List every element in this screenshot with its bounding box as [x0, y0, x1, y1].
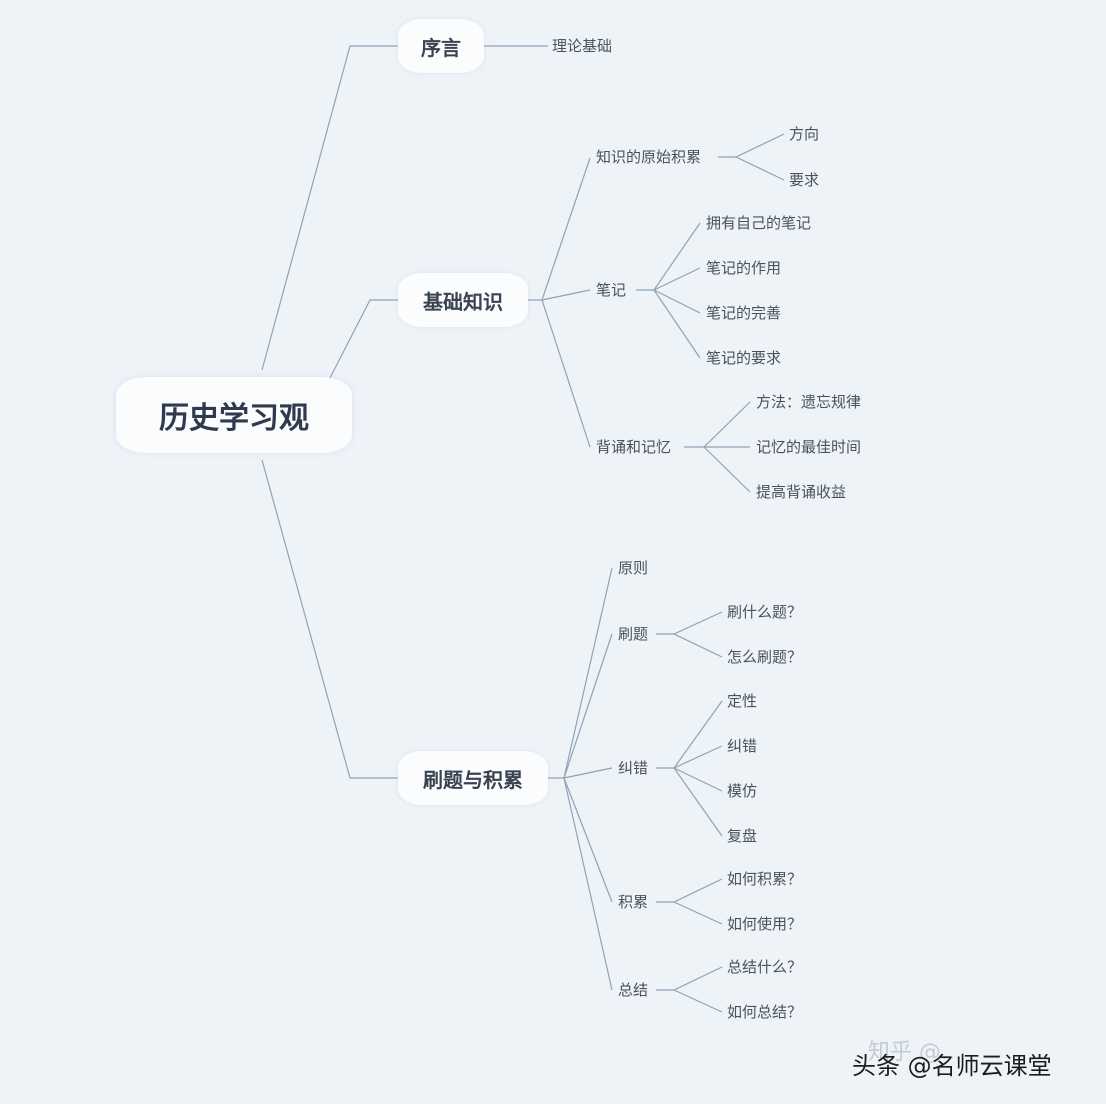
topic-accumulation[interactable]: 积累 [618, 893, 649, 911]
topic-theory-basis[interactable]: 理论基础 [552, 37, 613, 55]
leaf-best-time[interactable]: 记忆的最佳时间 [756, 438, 862, 456]
branch-preface[interactable]: 序言 [398, 19, 484, 73]
branch-label: 基础知识 [423, 289, 503, 314]
topic-summary[interactable]: 总结 [618, 981, 649, 999]
leaf-requirement[interactable]: 要求 [789, 171, 820, 189]
leaf-characterize[interactable]: 定性 [727, 692, 758, 710]
topic-error-correction[interactable]: 纠错 [618, 759, 649, 777]
branch-practice-accumulation[interactable]: 刷题与积累 [398, 751, 548, 805]
leaf-notes-improve[interactable]: 笔记的完善 [706, 304, 782, 322]
leaf-forgetting-curve[interactable]: 方法：遗忘规律 [756, 393, 862, 411]
leaf-notes-requirement[interactable]: 笔记的要求 [706, 349, 782, 367]
topic-original-accumulation[interactable]: 知识的原始积累 [596, 148, 702, 166]
leaf-how-to-practice[interactable]: 怎么刷题？ [727, 648, 803, 666]
branch-basic-knowledge[interactable]: 基础知识 [398, 273, 528, 327]
branch-label: 序言 [421, 35, 461, 60]
leaf-direction[interactable]: 方向 [789, 125, 820, 143]
topic-practice[interactable]: 刷题 [618, 625, 649, 643]
root-node[interactable]: 历史学习观 [116, 377, 352, 453]
watermark: 头条 @名师云课堂 [852, 1052, 1052, 1080]
leaf-notes-purpose[interactable]: 笔记的作用 [706, 259, 782, 277]
root-label: 历史学习观 [159, 401, 309, 436]
leaf-what-to-practice[interactable]: 刷什么题？ [727, 603, 803, 621]
leaf-what-summarize[interactable]: 总结什么？ [727, 958, 803, 976]
watermark-ghost: 知乎 @... [868, 1040, 962, 1065]
leaf-correct[interactable]: 纠错 [727, 737, 758, 755]
leaf-how-accumulate[interactable]: 如何积累？ [727, 870, 803, 888]
topic-recitation-memory[interactable]: 背诵和记忆 [596, 438, 672, 456]
leaf-improve-recitation[interactable]: 提高背诵收益 [756, 483, 847, 501]
leaf-own-notes[interactable]: 拥有自己的笔记 [706, 214, 812, 232]
leaf-imitate[interactable]: 模仿 [727, 782, 758, 800]
topic-notes[interactable]: 笔记 [596, 281, 627, 299]
leaf-how-use[interactable]: 如何使用？ [727, 915, 803, 933]
leaf-review[interactable]: 复盘 [727, 827, 758, 845]
branch-label: 刷题与积累 [423, 767, 523, 792]
topic-principle[interactable]: 原则 [618, 559, 649, 577]
leaf-how-summarize[interactable]: 如何总结？ [727, 1003, 803, 1021]
